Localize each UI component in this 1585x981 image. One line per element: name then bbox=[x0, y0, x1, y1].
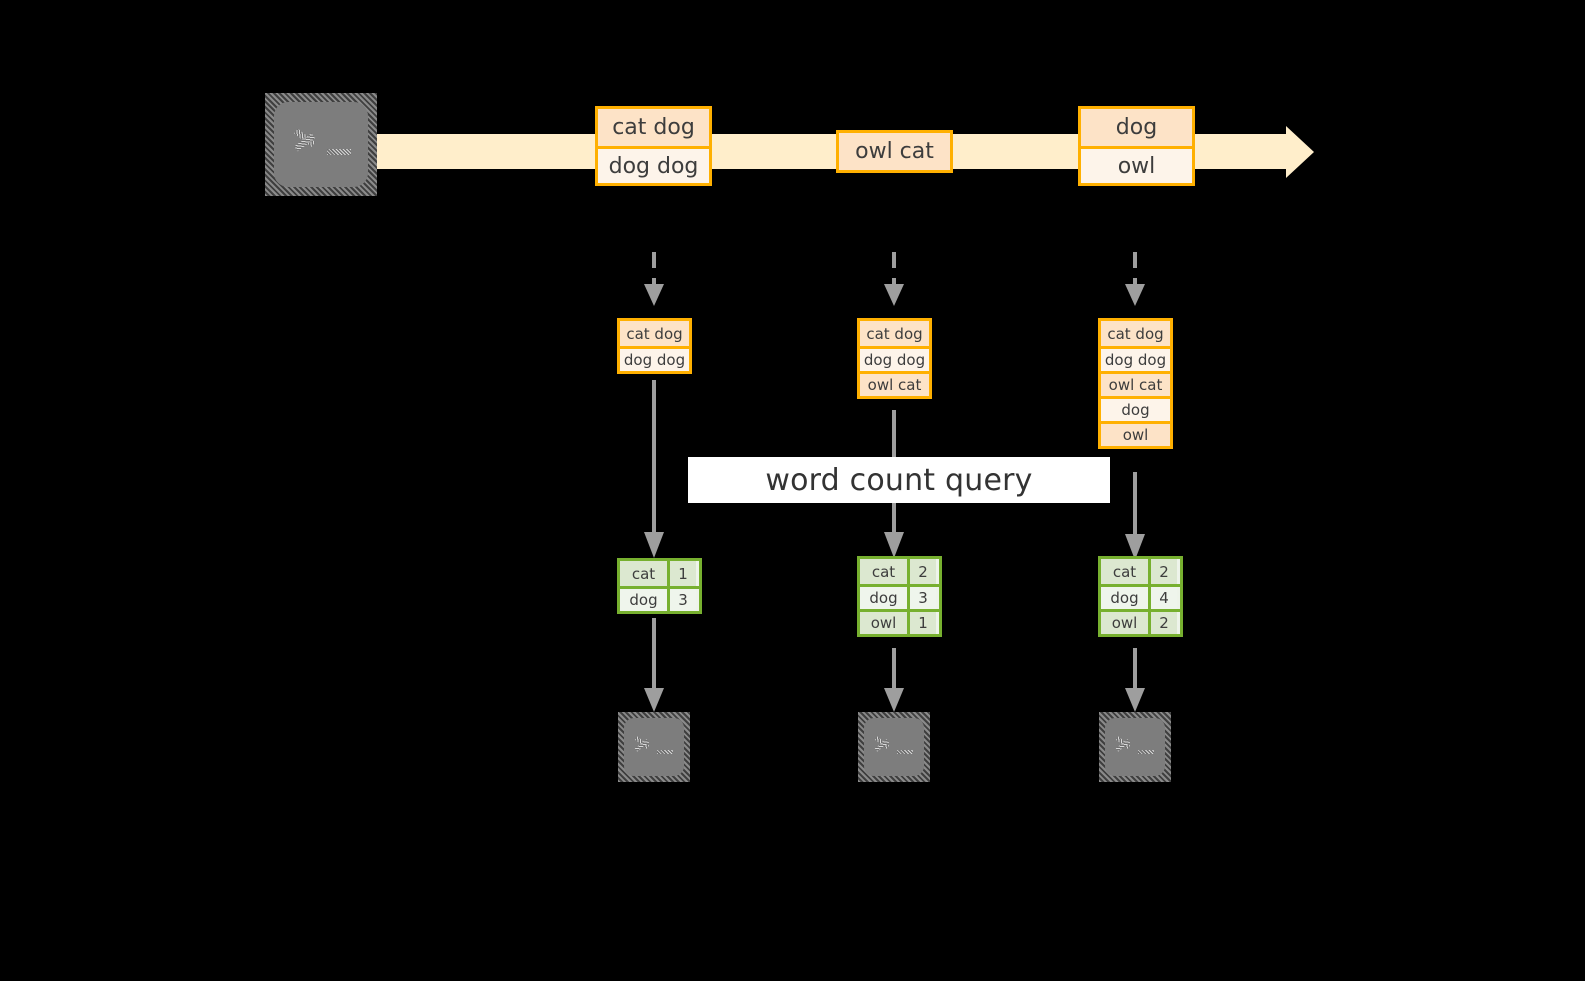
result-row: dog 3 bbox=[860, 584, 939, 609]
stream-record-group-2: owl cat bbox=[836, 130, 953, 173]
terminal-body bbox=[1105, 718, 1165, 776]
snapshot-input-row: owl bbox=[1101, 421, 1170, 446]
result-word: cat bbox=[1101, 559, 1148, 584]
snapshot-input-row: dog dog bbox=[1101, 346, 1170, 371]
result-count: 3 bbox=[667, 589, 696, 611]
snapshot-result-table-3: cat 2 dog 4 owl 2 bbox=[1098, 556, 1183, 637]
result-row: owl 2 bbox=[1101, 609, 1180, 634]
terminal-body bbox=[624, 718, 684, 776]
terminal-prompt-glyph bbox=[858, 712, 930, 782]
snapshot-result-table-1: cat 1 dog 3 bbox=[617, 558, 702, 614]
stream-record-row: owl cat bbox=[839, 133, 950, 170]
result-word: owl bbox=[860, 612, 907, 634]
snapshot-tap-arrow-3 bbox=[1125, 252, 1145, 306]
result-word: dog bbox=[620, 589, 667, 611]
snapshot-input-row: dog bbox=[1101, 396, 1170, 421]
snapshot-input-row: cat dog bbox=[860, 321, 929, 346]
consumer-terminal-icon-3 bbox=[1099, 712, 1171, 782]
terminal-body bbox=[864, 718, 924, 776]
result-count: 2 bbox=[1148, 612, 1177, 634]
snapshot-input-row: dog dog bbox=[620, 346, 689, 371]
output-arrow-3 bbox=[1125, 648, 1145, 712]
result-count: 1 bbox=[667, 561, 696, 586]
result-word: owl bbox=[1101, 612, 1148, 634]
stream-arrowhead bbox=[1286, 126, 1314, 178]
result-row: dog 4 bbox=[1101, 584, 1180, 609]
stream-record-row: owl bbox=[1081, 146, 1192, 183]
result-count: 4 bbox=[1148, 587, 1177, 609]
result-row: owl 1 bbox=[860, 609, 939, 634]
producer-terminal-icon bbox=[265, 93, 377, 196]
stream-record-group-1: cat dog dog dog bbox=[595, 106, 712, 186]
result-word: dog bbox=[860, 587, 907, 609]
snapshot-input-row: cat dog bbox=[620, 321, 689, 346]
snapshot-input-row: dog dog bbox=[860, 346, 929, 371]
query-label: word count query bbox=[688, 457, 1110, 503]
snapshot-input-table-3: cat dog dog dog owl cat dog owl bbox=[1098, 318, 1173, 449]
snapshot-input-row: owl cat bbox=[1101, 371, 1170, 396]
result-count: 2 bbox=[1148, 559, 1177, 584]
consumer-terminal-icon-1 bbox=[618, 712, 690, 782]
snapshot-input-table-2: cat dog dog dog owl cat bbox=[857, 318, 932, 399]
query-arrow-3 bbox=[1125, 472, 1145, 560]
result-row: cat 2 bbox=[1101, 559, 1180, 584]
result-row: cat 2 bbox=[860, 559, 939, 584]
query-arrow-1 bbox=[644, 380, 664, 558]
stream-record-group-3: dog owl bbox=[1078, 106, 1195, 186]
stream-record-row: dog bbox=[1081, 109, 1192, 146]
consumer-terminal-icon-2 bbox=[858, 712, 930, 782]
result-word: dog bbox=[1101, 587, 1148, 609]
output-arrow-1 bbox=[644, 618, 664, 712]
snapshot-input-row: owl cat bbox=[860, 371, 929, 396]
terminal-prompt-glyph bbox=[265, 93, 377, 196]
stream-record-row: dog dog bbox=[598, 146, 709, 183]
snapshot-input-row: cat dog bbox=[1101, 321, 1170, 346]
result-count: 2 bbox=[907, 559, 936, 584]
snapshot-input-table-1: cat dog dog dog bbox=[617, 318, 692, 374]
result-count: 3 bbox=[907, 587, 936, 609]
snapshot-result-table-2: cat 2 dog 3 owl 1 bbox=[857, 556, 942, 637]
snapshot-tap-arrow-2 bbox=[884, 252, 904, 306]
result-word: cat bbox=[860, 559, 907, 584]
output-arrow-2 bbox=[884, 648, 904, 712]
terminal-prompt-glyph bbox=[618, 712, 690, 782]
result-word: cat bbox=[620, 561, 667, 586]
result-row: dog 3 bbox=[620, 586, 699, 611]
stream-record-row: cat dog bbox=[598, 109, 709, 146]
result-count: 1 bbox=[907, 612, 936, 634]
terminal-prompt-glyph bbox=[1099, 712, 1171, 782]
snapshot-tap-arrow-1 bbox=[644, 252, 664, 306]
terminal-body bbox=[274, 102, 368, 187]
result-row: cat 1 bbox=[620, 561, 699, 586]
